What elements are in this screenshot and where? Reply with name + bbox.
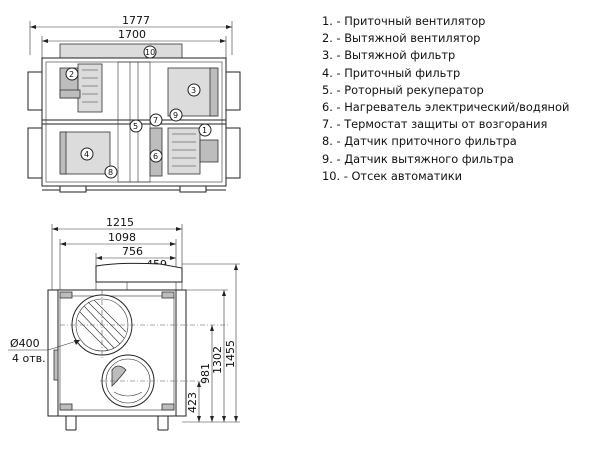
legend-item-2: 2. - Вытяжной вентилятор bbox=[322, 31, 481, 46]
dim-1098: 1098 bbox=[108, 231, 136, 244]
legend-item-10: 10. - Отсек автоматики bbox=[322, 168, 463, 183]
legend-item-3: 3. - Вытяжной фильтр bbox=[322, 48, 456, 63]
legend-item-8: 8. - Датчик приточного фильтра bbox=[322, 134, 517, 149]
dim-423: 423 bbox=[186, 392, 199, 413]
svg-text:10: 10 bbox=[145, 48, 155, 57]
callout-3: 3 bbox=[187, 83, 201, 97]
svg-text:9: 9 bbox=[173, 111, 178, 120]
dim-1455: 1455 bbox=[224, 340, 237, 368]
side-view-drawing: 1215 1098 756 459 bbox=[8, 216, 240, 431]
svg-text:3: 3 bbox=[191, 86, 196, 95]
dim-1700: 1700 bbox=[118, 28, 146, 41]
callout-1: 1 bbox=[198, 123, 212, 137]
callout-4: 4 bbox=[80, 147, 94, 161]
svg-text:1: 1 bbox=[202, 126, 207, 135]
dim-1215: 1215 bbox=[106, 216, 134, 229]
svg-text:8: 8 bbox=[108, 168, 113, 177]
svg-text:5: 5 bbox=[133, 122, 138, 131]
top-view-drawing: 1777 1700 bbox=[27, 14, 241, 193]
legend-item-6: 6. - Нагреватель электрический/водяной bbox=[322, 100, 570, 115]
dim-756: 756 bbox=[122, 245, 143, 258]
legend-item-1: 1. - Приточный вентилятор bbox=[322, 14, 486, 28]
callout-8: 8 bbox=[104, 165, 118, 179]
callout-6: 6 bbox=[149, 149, 163, 163]
legend-item-4: 4. - Приточный фильтр bbox=[322, 65, 461, 80]
callout-9: 9 bbox=[169, 108, 183, 122]
legend-list: 1. - Приточный вентилятор 2. - Вытяжной … bbox=[322, 13, 569, 185]
callout-7: 7 bbox=[149, 113, 163, 127]
callout-10: 10 bbox=[143, 45, 157, 59]
svg-text:7: 7 bbox=[153, 116, 158, 125]
legend-item-7: 7. - Термостат защиты от возгорания bbox=[322, 117, 548, 132]
svg-text:2: 2 bbox=[69, 70, 74, 79]
legend-item-5: 5. - Роторный рекуператор bbox=[322, 82, 484, 97]
svg-text:4: 4 bbox=[84, 150, 89, 159]
dim-1302: 1302 bbox=[211, 346, 224, 374]
legend-item-9: 9. - Датчик вытяжного фильтра bbox=[322, 151, 514, 166]
hole-count-label: 4 отв. bbox=[12, 352, 46, 365]
dim-1777: 1777 bbox=[122, 14, 150, 27]
svg-text:6: 6 bbox=[153, 152, 158, 161]
dim-981: 981 bbox=[199, 363, 212, 384]
callout-2: 2 bbox=[65, 67, 79, 81]
callout-5: 5 bbox=[129, 119, 143, 133]
hole-diameter-label: Ø400 bbox=[10, 337, 40, 350]
